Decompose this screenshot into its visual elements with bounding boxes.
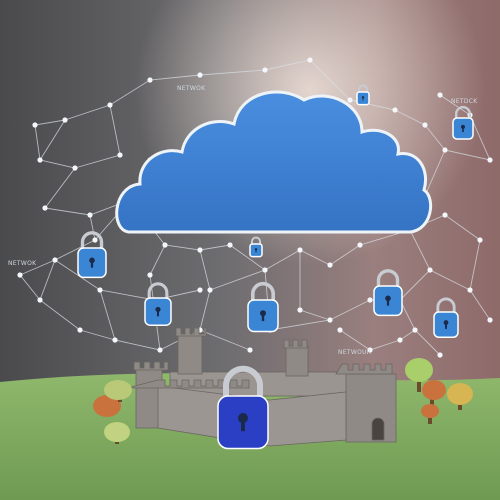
network-node <box>147 272 153 278</box>
network-node <box>467 287 473 293</box>
label-middle-right: NETWOUR <box>338 349 372 356</box>
network-node <box>367 297 373 303</box>
network-node <box>357 242 363 248</box>
network-node <box>197 287 203 293</box>
label-top-right: NETDCK <box>451 98 478 105</box>
network-node <box>162 242 168 248</box>
network-node <box>42 205 48 211</box>
network-node <box>37 157 43 163</box>
cloud-shape <box>115 90 433 234</box>
padlock-top-right <box>452 105 474 140</box>
label-top-center: NETWOK <box>177 85 206 92</box>
network-node <box>347 97 353 103</box>
network-node <box>32 122 38 128</box>
network-node <box>297 307 303 313</box>
network-node <box>297 247 303 253</box>
network-node <box>262 267 268 273</box>
network-node <box>52 257 58 263</box>
network-node <box>412 327 418 333</box>
network-node <box>327 262 333 268</box>
network-node <box>307 57 313 63</box>
network-node <box>197 72 203 78</box>
network-node <box>87 212 93 218</box>
network-node <box>97 287 103 293</box>
castle-padlock <box>217 365 269 450</box>
network-node <box>247 347 253 353</box>
network-node <box>157 347 163 353</box>
network-node <box>107 102 113 108</box>
padlock-right-mid <box>373 269 403 317</box>
network-node <box>72 165 78 171</box>
network-node <box>207 287 213 293</box>
padlock-left-mid <box>144 282 172 327</box>
cloud <box>115 90 433 234</box>
network-node <box>367 347 373 353</box>
network-node <box>442 147 448 153</box>
padlock-right <box>433 297 459 338</box>
network-node <box>437 352 443 358</box>
network-node <box>422 122 428 128</box>
padlock-castle <box>217 365 269 450</box>
network-node <box>112 337 118 343</box>
label-left: NETWOK <box>8 260 37 267</box>
padlock-top-small <box>356 84 370 106</box>
network-node <box>442 212 448 218</box>
network-node <box>477 237 483 243</box>
network-node <box>337 327 343 333</box>
network-node <box>147 77 153 83</box>
network-node <box>37 297 43 303</box>
network-node <box>327 317 333 323</box>
network-node <box>437 92 443 98</box>
network-node <box>397 337 403 343</box>
network-node <box>77 327 83 333</box>
network-node <box>262 67 268 73</box>
network-node <box>487 157 493 163</box>
trees <box>93 358 473 444</box>
network-node <box>92 237 98 243</box>
padlock-center <box>247 281 279 333</box>
network-node <box>62 117 68 123</box>
network-node <box>227 242 233 248</box>
network-node <box>392 107 398 113</box>
network-node <box>487 317 493 323</box>
padlocks <box>77 84 474 338</box>
network-node <box>427 267 433 273</box>
network-node <box>197 247 203 253</box>
padlock-left <box>77 231 107 279</box>
padlock-under-cloud <box>249 236 263 258</box>
network-node <box>117 152 123 158</box>
network-node <box>17 272 23 278</box>
